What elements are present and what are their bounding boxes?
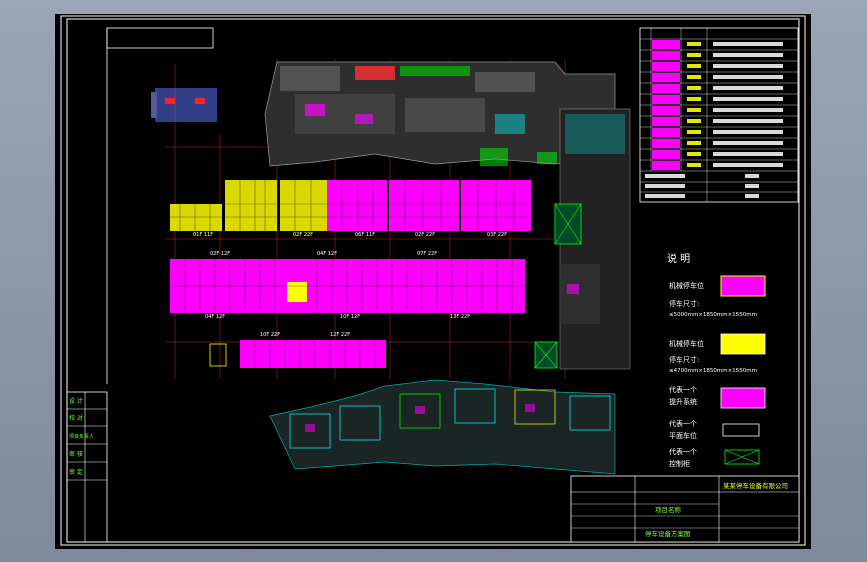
legend: 说 明 机械停车位 停车尺寸: ≤5000mm×1850mm×1550mm 机械… [667,252,766,468]
legend-item3-label: 代表一个 [669,385,697,394]
bay-label: 04F 12F [317,251,337,257]
bay-label: 02F 22F [415,232,435,238]
bay-labels-row-3: 04F 12F 10F 12F 13F 22F [205,314,470,320]
left-strip-cell-2: 校 对 [69,414,83,422]
bay-label: 03F 22F [487,232,507,238]
legend-item4-label2: 平面车位 [669,431,697,440]
bay-label: 01F 11F [193,232,213,238]
left-strip-cell-3: 项目负责人 [69,433,94,440]
legend-item3-label2: 提升系统 [669,397,697,406]
left-strip-cell-5: 审 定 [69,468,83,476]
legend-title: 说 明 [667,252,690,265]
legend-item4-swatch [722,423,760,437]
bay-label: 02F 12F [210,251,230,257]
parking-layout-drawing: 设 计 校 对 项目负责人 审 核 审 定 [60,15,806,546]
legend-item1-label: 机械停车位 [669,281,704,290]
bay-label: 10F 22F [260,332,280,338]
title-block-company: 某某停车设备有限公司 [723,481,788,490]
drawing-inner-border [66,18,800,543]
top-left-box [106,27,214,49]
legend-item1-size: ≤5000mm×1850mm×1550mm [669,312,757,318]
bay-label: 12F 22F [330,332,350,338]
parking-row-4 [209,340,386,368]
left-strip-cell-4: 审 核 [69,450,83,458]
title-block-project: 项目名称 [655,505,682,514]
bay-label: 07F 22F [417,251,437,257]
legend-item2-label: 机械停车位 [669,339,704,348]
bay-label: 10F 12F [340,314,360,320]
lower-residential-buildings [269,379,616,475]
parking-row-2 [170,259,525,313]
legend-item5-label2: 控制柜 [669,459,690,468]
right-building-plan [534,108,631,370]
legend-item2-size-label: 停车尺寸: [669,355,699,364]
left-strip-cell-1: 设 计 [69,397,83,405]
parking-row-1 [170,180,531,231]
bay-label: 06F 11F [355,232,375,238]
upper-building-plan [264,61,616,167]
legend-item4-label: 代表一个 [669,419,697,428]
bay-label: 04F 12F [205,314,225,320]
cad-viewport[interactable]: 设 计 校 对 项目负责人 审 核 审 定 [55,14,811,549]
bay-labels-row-1: 01F 11F 02F 22F 06F 11F 02F 22F 03F 22F [193,232,507,238]
small-building-block [151,88,217,122]
left-signature-strip: 设 计 校 对 项目负责人 审 核 审 定 [66,391,108,543]
legend-item3-swatch [720,387,766,409]
legend-item1-swatch [720,275,766,297]
legend-item2-swatch [720,333,766,355]
bay-label: 13F 22F [450,314,470,320]
legend-item5-swatch [724,449,760,465]
legend-item2-size: ≤4700mm×1850mm×1550mm [669,368,757,374]
drawing-outer-border [60,15,806,546]
bay-label: 02F 22F [293,232,313,238]
legend-item5-label: 代表一个 [669,447,697,456]
title-block-drawing: 停车设备方案图 [645,529,691,538]
spec-table [639,27,799,203]
legend-item1-size-label: 停车尺寸: [669,299,699,308]
bay-labels-row-2: 02F 12F 04F 12F 07F 22F [210,251,437,257]
bay-labels-row-4: 10F 22F 12F 22F [260,332,350,338]
title-block: 某某停车设备有限公司 项目名称 停车设备方案图 [570,475,800,543]
